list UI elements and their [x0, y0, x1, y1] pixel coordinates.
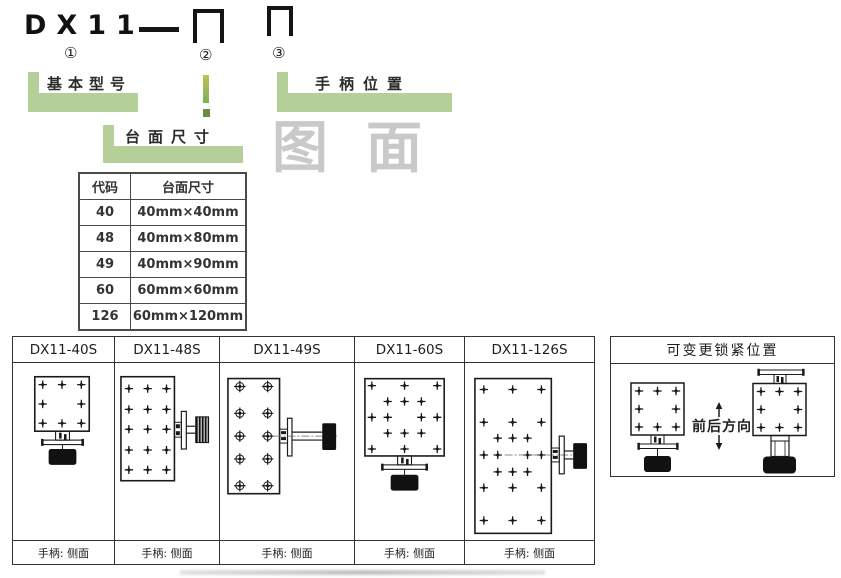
exclamation-mark-bar [203, 75, 209, 103]
model-title-dx11-126s: DX11-126S [491, 341, 568, 358]
green-tab [103, 125, 114, 163]
green-bar [28, 93, 138, 112]
table-header-row: 代码 台面尺寸 [80, 174, 245, 199]
col-header-size: 台面尺寸 [161, 181, 214, 196]
table-row: 49 40mm×90mm [80, 251, 245, 277]
label-surface-size: 台面尺寸 [103, 125, 243, 163]
models-header-row: DX11-40S DX11-48S DX11-49S DX11-60S DX11… [13, 337, 594, 364]
direction-label: 前后方向 [692, 419, 752, 435]
cell-size: 40mm×40mm [137, 205, 239, 220]
cell-code: 49 [80, 252, 131, 277]
stage-drawing-dx11-40s [13, 363, 115, 541]
marker-3: ③ [272, 44, 286, 62]
cell-size: 40mm×90mm [137, 257, 239, 272]
code-placeholder-box-3 [267, 6, 293, 36]
green-tab [28, 72, 39, 112]
cropped-content-hint [180, 570, 545, 575]
models-drawing-row [13, 363, 594, 541]
model-code-text: DX11 [24, 10, 145, 41]
marker-2: ② [199, 46, 213, 64]
lock-position-panel: 可变更锁紧位置 [610, 336, 835, 477]
cell-code: 48 [80, 226, 131, 251]
stage-drawing-dx11-48s [115, 363, 220, 541]
lock-panel-drawing: 前后方向 [611, 364, 834, 476]
model-title-dx11-60s: DX11-60S [355, 337, 465, 363]
label-surface-size-text: 台面尺寸 [125, 128, 218, 146]
exclamation-mark-dot [203, 109, 210, 117]
stage-drawing-dx11-49s [220, 363, 355, 541]
green-bar [277, 93, 452, 112]
handle-note: 手柄: 侧面 [13, 541, 115, 564]
model-code-dash [139, 27, 179, 32]
lock-panel-title: 可变更锁紧位置 [611, 337, 834, 364]
cell-size: 60mm×60mm [137, 283, 239, 298]
model-title-dx11-48s: DX11-48S [115, 337, 220, 363]
stage-drawing-dx11-126s [465, 363, 594, 540]
model-title-dx11-40s: DX11-40S [13, 337, 115, 363]
table-row: 126 60mm×120mm [80, 303, 245, 329]
models-handle-row: 手柄: 侧面 手柄: 侧面 手柄: 侧面 手柄: 侧面 手柄: 侧面 [13, 540, 594, 564]
table-row: 60 60mm×60mm [80, 277, 245, 303]
handle-note: 手柄: 侧面 [355, 541, 465, 564]
marker-1: ① [64, 44, 78, 62]
label-basic-model: 基本型号 [28, 72, 138, 112]
green-bar [103, 146, 243, 163]
cell-code: 40 [80, 200, 131, 225]
label-handle-position-text: 手柄位置 [315, 75, 412, 93]
label-handle-position: 手柄位置 [277, 72, 452, 112]
code-placeholder-box-2 [193, 9, 224, 43]
handle-note: 手柄: 侧面 [503, 546, 556, 560]
table-row: 40 40mm×40mm [80, 199, 245, 225]
handle-note: 手柄: 侧面 [220, 541, 355, 564]
green-tab [277, 72, 288, 112]
cell-code: 60 [80, 278, 131, 303]
models-panel: DX11-40S DX11-48S DX11-49S DX11-60S DX11… [12, 336, 595, 565]
surface-size-table: 代码 台面尺寸 40 40mm×40mm 48 40mm×80mm 49 40m… [78, 172, 247, 331]
table-row: 48 40mm×80mm [80, 225, 245, 251]
cell-code: 126 [80, 304, 131, 329]
stage-drawing-dx11-60s [355, 363, 465, 541]
model-title-dx11-49s: DX11-49S [220, 337, 355, 363]
label-basic-model-text: 基本型号 [47, 75, 132, 93]
col-header-code: 代码 [80, 174, 131, 199]
cell-size: 40mm×80mm [137, 231, 239, 246]
cell-size: 60mm×120mm [132, 309, 244, 324]
watermark-text: 图面 [272, 116, 460, 181]
handle-note: 手柄: 侧面 [115, 541, 220, 564]
